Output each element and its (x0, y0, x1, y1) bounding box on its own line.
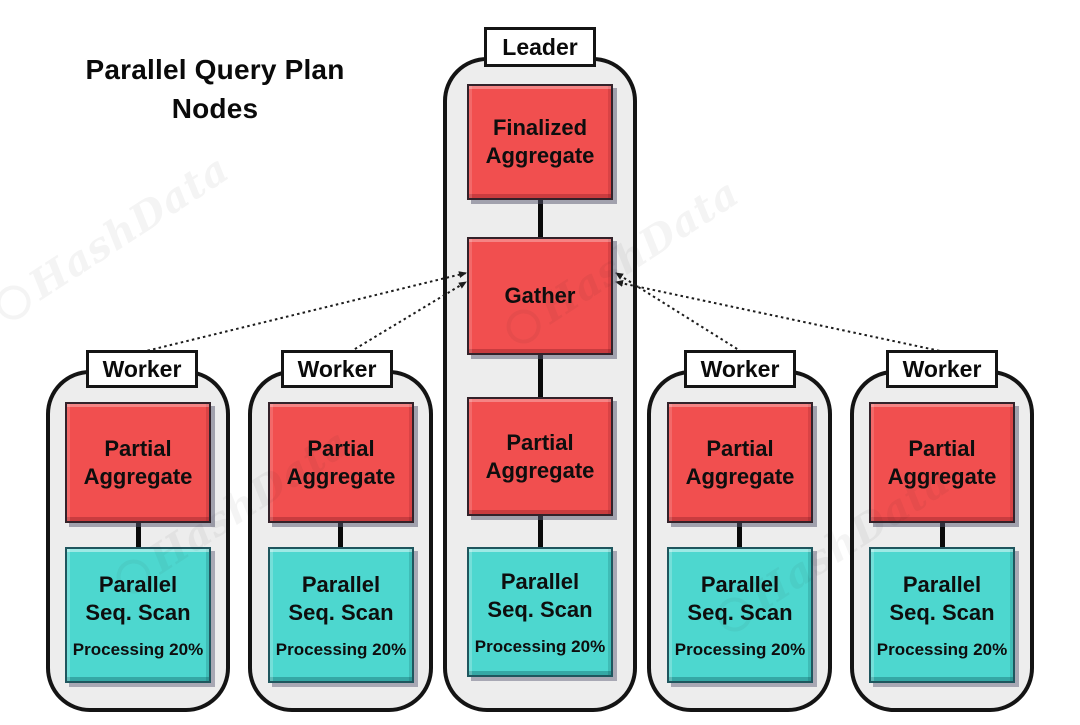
node-line: Parallel (500, 568, 580, 594)
node-line: Aggregate (485, 457, 595, 483)
node-line: Aggregate (887, 463, 997, 489)
title-line-1: Parallel Query Plan (85, 54, 345, 85)
node-line: Partial (307, 435, 375, 461)
worker-label-4: Worker (886, 350, 998, 388)
node-parallel-seq-scan-worker3: Parallel Seq. Scan Processing 20% (667, 547, 813, 683)
worker-label-1: Worker (86, 350, 198, 388)
node-status: Processing 20% (474, 636, 606, 656)
node-line: Aggregate (286, 463, 396, 489)
connector-worker4 (940, 521, 945, 549)
node-line: Seq. Scan (85, 599, 191, 625)
node-partial-aggregate-worker3: Partial Aggregate (667, 402, 813, 523)
node-line: Seq. Scan (687, 599, 793, 625)
watermark-text: HashData (20, 144, 238, 309)
connector-worker2 (338, 521, 343, 549)
connector-worker1 (136, 521, 141, 549)
node-line: Seq. Scan (487, 596, 593, 622)
title-line-2: Nodes (171, 93, 259, 124)
node-parallel-seq-scan-worker2: Parallel Seq. Scan Processing 20% (268, 547, 414, 683)
node-line: Partial (506, 429, 574, 455)
node-line: Gather (504, 283, 576, 308)
node-status: Processing 20% (674, 639, 806, 659)
node-parallel-seq-scan-worker1: Parallel Seq. Scan Processing 20% (65, 547, 211, 683)
leader-label: Leader (484, 27, 596, 67)
node-parallel-seq-scan-leader: Parallel Seq. Scan Processing 20% (467, 547, 613, 677)
node-line: Partial (706, 435, 774, 461)
worker-label-2: Worker (281, 350, 393, 388)
diagram-title: Parallel Query Plan Nodes (55, 50, 375, 128)
hashdata-watermark: HashData (0, 145, 238, 331)
connector-gather-partial (538, 353, 543, 399)
node-line: Aggregate (83, 463, 193, 489)
node-line: Partial (104, 435, 172, 461)
node-partial-aggregate-worker1: Partial Aggregate (65, 402, 211, 523)
worker-label-3: Worker (684, 350, 796, 388)
node-line: Parallel (301, 571, 381, 597)
node-line: Aggregate (485, 143, 595, 168)
node-line: Partial (908, 435, 976, 461)
node-parallel-seq-scan-worker4: Parallel Seq. Scan Processing 20% (869, 547, 1015, 683)
node-line: Seq. Scan (889, 599, 995, 625)
connector-partial-scan (538, 514, 543, 549)
node-status: Processing 20% (876, 639, 1008, 659)
node-finalized-aggregate: Finalized Aggregate (467, 84, 613, 200)
node-partial-aggregate-worker4: Partial Aggregate (869, 402, 1015, 523)
link-worker1-gather (141, 271, 467, 353)
connector-worker3 (737, 521, 742, 549)
node-line: Finalized (492, 115, 588, 140)
node-line: Parallel (98, 571, 178, 597)
node-line: Parallel (902, 571, 982, 597)
node-line: Aggregate (685, 463, 795, 489)
watermark-logo-icon (0, 278, 37, 326)
node-gather: Gather (467, 237, 613, 355)
connector-finalized-gather (538, 198, 543, 239)
node-partial-aggregate-leader: Partial Aggregate (467, 397, 613, 516)
node-status: Processing 20% (72, 639, 204, 659)
node-line: Parallel (700, 571, 780, 597)
node-line: Seq. Scan (288, 599, 394, 625)
link-worker4-gather (615, 280, 946, 353)
node-status: Processing 20% (275, 639, 407, 659)
node-partial-aggregate-worker2: Partial Aggregate (268, 402, 414, 523)
